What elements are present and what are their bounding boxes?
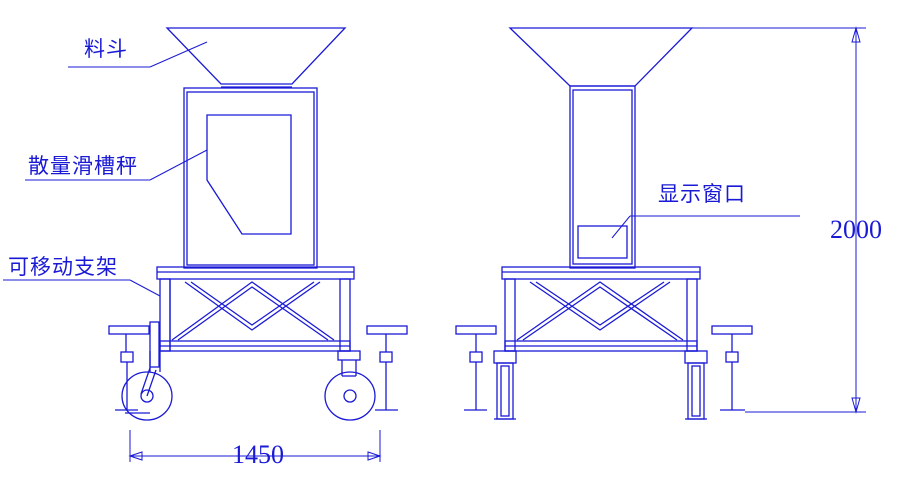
front-left-caster xyxy=(121,351,173,421)
side-left-caster xyxy=(493,350,517,420)
side-right-caster xyxy=(684,350,708,420)
hopper-label: 料斗 xyxy=(84,37,128,61)
front-left-jack xyxy=(108,321,160,411)
front-hopper xyxy=(165,27,347,88)
front-view xyxy=(108,27,408,421)
front-frame xyxy=(156,266,355,352)
frame-label: 可移动支架 xyxy=(8,255,118,279)
front-right-jack xyxy=(366,325,408,411)
side-scale-body xyxy=(569,85,636,269)
side-frame xyxy=(501,266,701,352)
height-dimension xyxy=(692,26,866,414)
side-view xyxy=(455,27,753,420)
leader-lines xyxy=(3,41,800,297)
front-scale-body xyxy=(183,87,318,269)
height-dimension-label: 2000 xyxy=(830,215,882,244)
display-window-label: 显示窗口 xyxy=(658,182,746,206)
scale-label: 散量滑槽秤 xyxy=(28,154,138,178)
width-dimension xyxy=(128,430,382,462)
width-dimension-label: 1450 xyxy=(232,440,284,469)
side-right-jack xyxy=(711,325,753,411)
side-hopper xyxy=(508,27,694,87)
front-right-caster xyxy=(324,350,376,421)
side-left-jack xyxy=(455,325,497,411)
